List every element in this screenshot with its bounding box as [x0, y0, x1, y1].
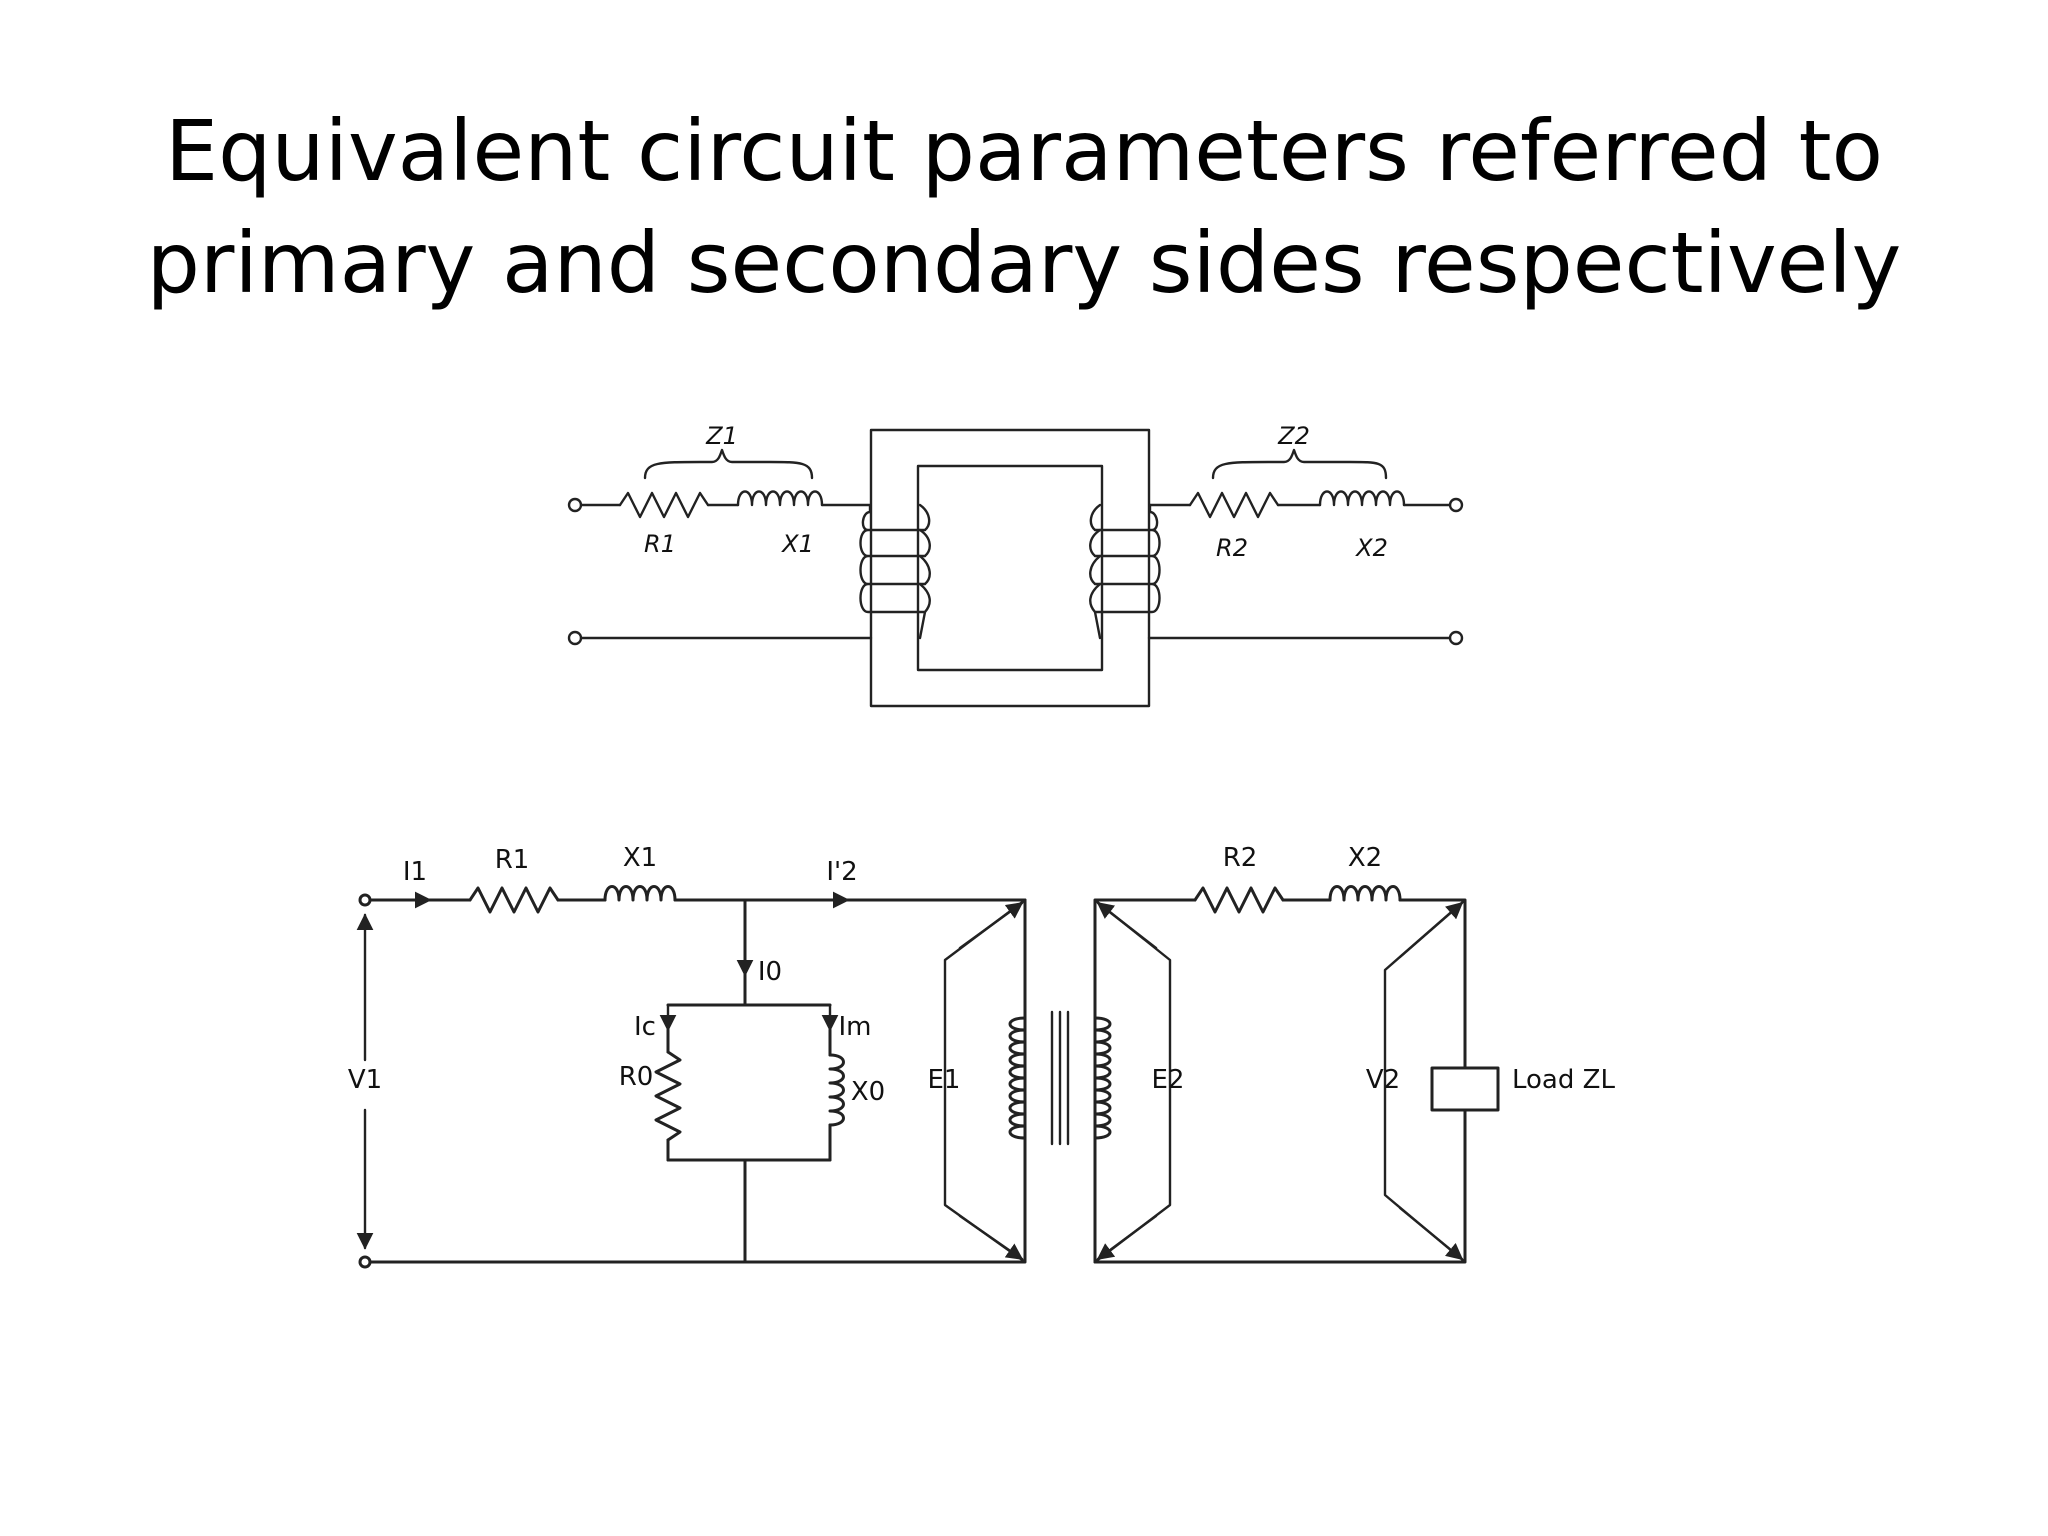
secondary-winding — [1093, 503, 1161, 614]
bottom-x1-inductor — [603, 885, 677, 902]
load-impedance — [1430, 1066, 1500, 1112]
bottom-r2-label: R2 — [1223, 843, 1258, 873]
ideal-secondary-coil — [1093, 1016, 1112, 1140]
slide-title-line-2: primary and secondary sides respectively — [146, 214, 1902, 312]
transformer-core-window — [916, 464, 1104, 672]
x0-inductor — [828, 1053, 845, 1127]
transformer-core-diagram: Z1 Z2 R1 X1 R2 X2 — [567, 422, 1464, 708]
z1-label: Z1 — [705, 422, 738, 450]
secondary-terminal-bottom — [1448, 630, 1464, 646]
i1-label: I1 — [403, 857, 427, 887]
i2-prime-label: I'2 — [826, 857, 857, 887]
r0-label: R0 — [619, 1062, 654, 1092]
top-x2-label: X2 — [1354, 534, 1388, 562]
x0-label: X0 — [851, 1077, 885, 1107]
bottom-r1-resistor — [468, 886, 560, 914]
bottom-x2-inductor — [1328, 885, 1402, 902]
bottom-r1-label: R1 — [495, 845, 530, 875]
bottom-x1-label: X1 — [623, 843, 657, 873]
v1-label: V1 — [348, 1065, 382, 1095]
equivalent-circuit-diagram: I1 R1 X1 I'2 I0 Ic Im R0 X0 V1 E1 E2 R2 … — [348, 843, 1615, 1269]
top-x2-inductor — [1318, 490, 1406, 507]
ideal-primary-coil — [1008, 1016, 1027, 1140]
z1-brace — [643, 448, 814, 480]
primary-terminal-bottom — [567, 630, 583, 646]
slide-title: Equivalent circuit parameters referred t… — [0, 95, 2048, 319]
bottom-r2-resistor — [1193, 886, 1285, 914]
top-x1-label: X1 — [780, 530, 814, 558]
ideal-transformer-core — [1050, 1010, 1070, 1146]
primary-winding — [859, 510, 927, 614]
top-r2-resistor — [1188, 491, 1280, 519]
load-label: Load ZL — [1512, 1065, 1615, 1095]
transformer-core-outer — [869, 428, 1151, 708]
primary-terminal-top — [567, 497, 583, 513]
r0-resistor — [654, 1050, 682, 1142]
e2-label: E2 — [1152, 1065, 1185, 1095]
e1-label: E1 — [928, 1065, 961, 1095]
secondary-terminal-top — [1448, 497, 1464, 513]
slide-title-line-1: Equivalent circuit parameters referred t… — [165, 102, 1883, 200]
top-r1-label: R1 — [644, 530, 676, 558]
z2-label: Z2 — [1277, 422, 1310, 450]
top-x1-inductor — [736, 490, 824, 507]
im-label: Im — [839, 1012, 872, 1042]
z2-brace — [1211, 448, 1388, 480]
i0-label: I0 — [758, 957, 782, 987]
ic-label: Ic — [634, 1012, 656, 1042]
top-r2-label: R2 — [1216, 534, 1248, 562]
top-r1-resistor — [618, 491, 710, 519]
v2-label: V2 — [1366, 1065, 1400, 1095]
bottom-x2-label: X2 — [1348, 843, 1382, 873]
